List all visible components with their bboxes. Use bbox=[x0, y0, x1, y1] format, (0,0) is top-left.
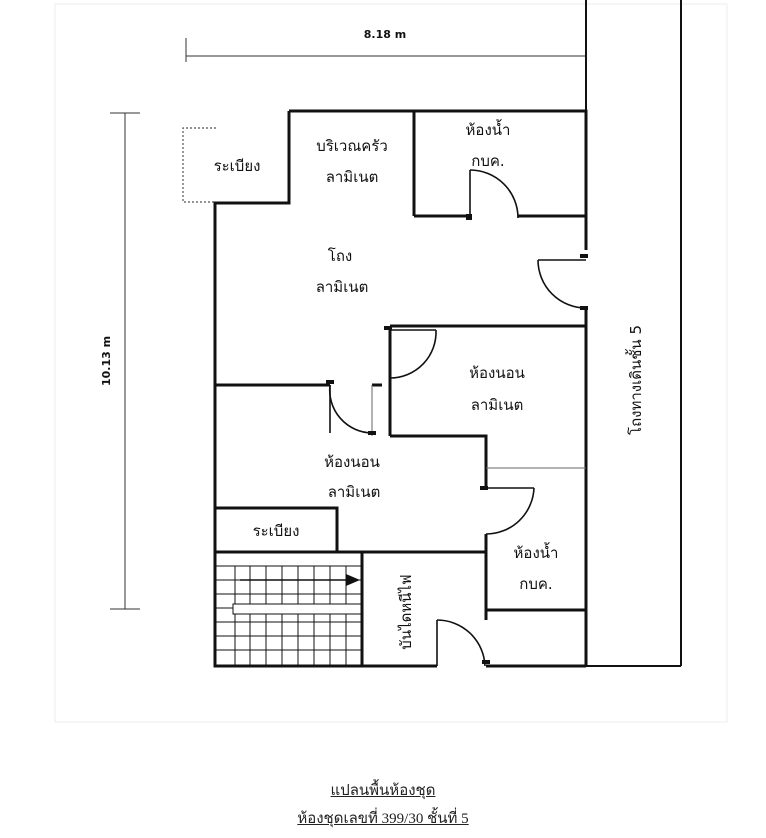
width-dimension-label: 8.18 m bbox=[364, 28, 406, 41]
thin-partitions bbox=[371, 385, 586, 469]
bathroom-top-sub-label: กบค. bbox=[471, 152, 504, 170]
fire-stair-label: บันไดหนีไฟ bbox=[397, 574, 415, 649]
bedroom-2-label: ห้องนอน bbox=[324, 453, 380, 471]
height-dimension-label: 10.13 m bbox=[100, 336, 113, 386]
hall-label: โถง bbox=[328, 247, 352, 265]
door-marks bbox=[326, 214, 588, 664]
bedroom-1-label: ห้องนอน bbox=[469, 364, 525, 382]
hall-floor-label: ลามิเนต bbox=[316, 278, 369, 296]
bathroom-top-label: ห้องน้ำ bbox=[466, 119, 511, 139]
stair-treads bbox=[215, 565, 362, 666]
bathroom-bottom-label: ห้องน้ำ bbox=[514, 542, 559, 562]
walls bbox=[213, 109, 588, 668]
bedroom-2-floor-label: ลามิเนต bbox=[328, 483, 381, 501]
plan-frame bbox=[54, 3, 728, 723]
caption-title: แปลนพื้นห้องชุด bbox=[330, 783, 436, 799]
kitchen-label: บริเวณครัว bbox=[316, 137, 388, 155]
kitchen-floor-label: ลามิเนต bbox=[326, 168, 379, 186]
stair-landing bbox=[232, 603, 362, 615]
doors bbox=[328, 169, 587, 667]
height-dimension bbox=[110, 112, 140, 610]
corridor-boundary bbox=[585, 0, 682, 667]
balcony-bottom-label: ระเบียง bbox=[253, 522, 300, 540]
width-dimension bbox=[185, 38, 587, 62]
bathroom-bottom-sub-label: กบค. bbox=[519, 575, 552, 593]
bedroom-1-floor-label: ลามิเนต bbox=[471, 396, 524, 414]
caption-unit-number: ห้องชุดเลขที่ 399/30 ชั้นที่ 5 bbox=[297, 811, 469, 827]
balcony-outlines bbox=[182, 127, 216, 552]
balcony-top-label: ระเบียง bbox=[214, 157, 261, 175]
corridor-label: โถงทางเดินชั้น 5 bbox=[625, 325, 645, 435]
stair-direction-arrow bbox=[240, 574, 360, 586]
